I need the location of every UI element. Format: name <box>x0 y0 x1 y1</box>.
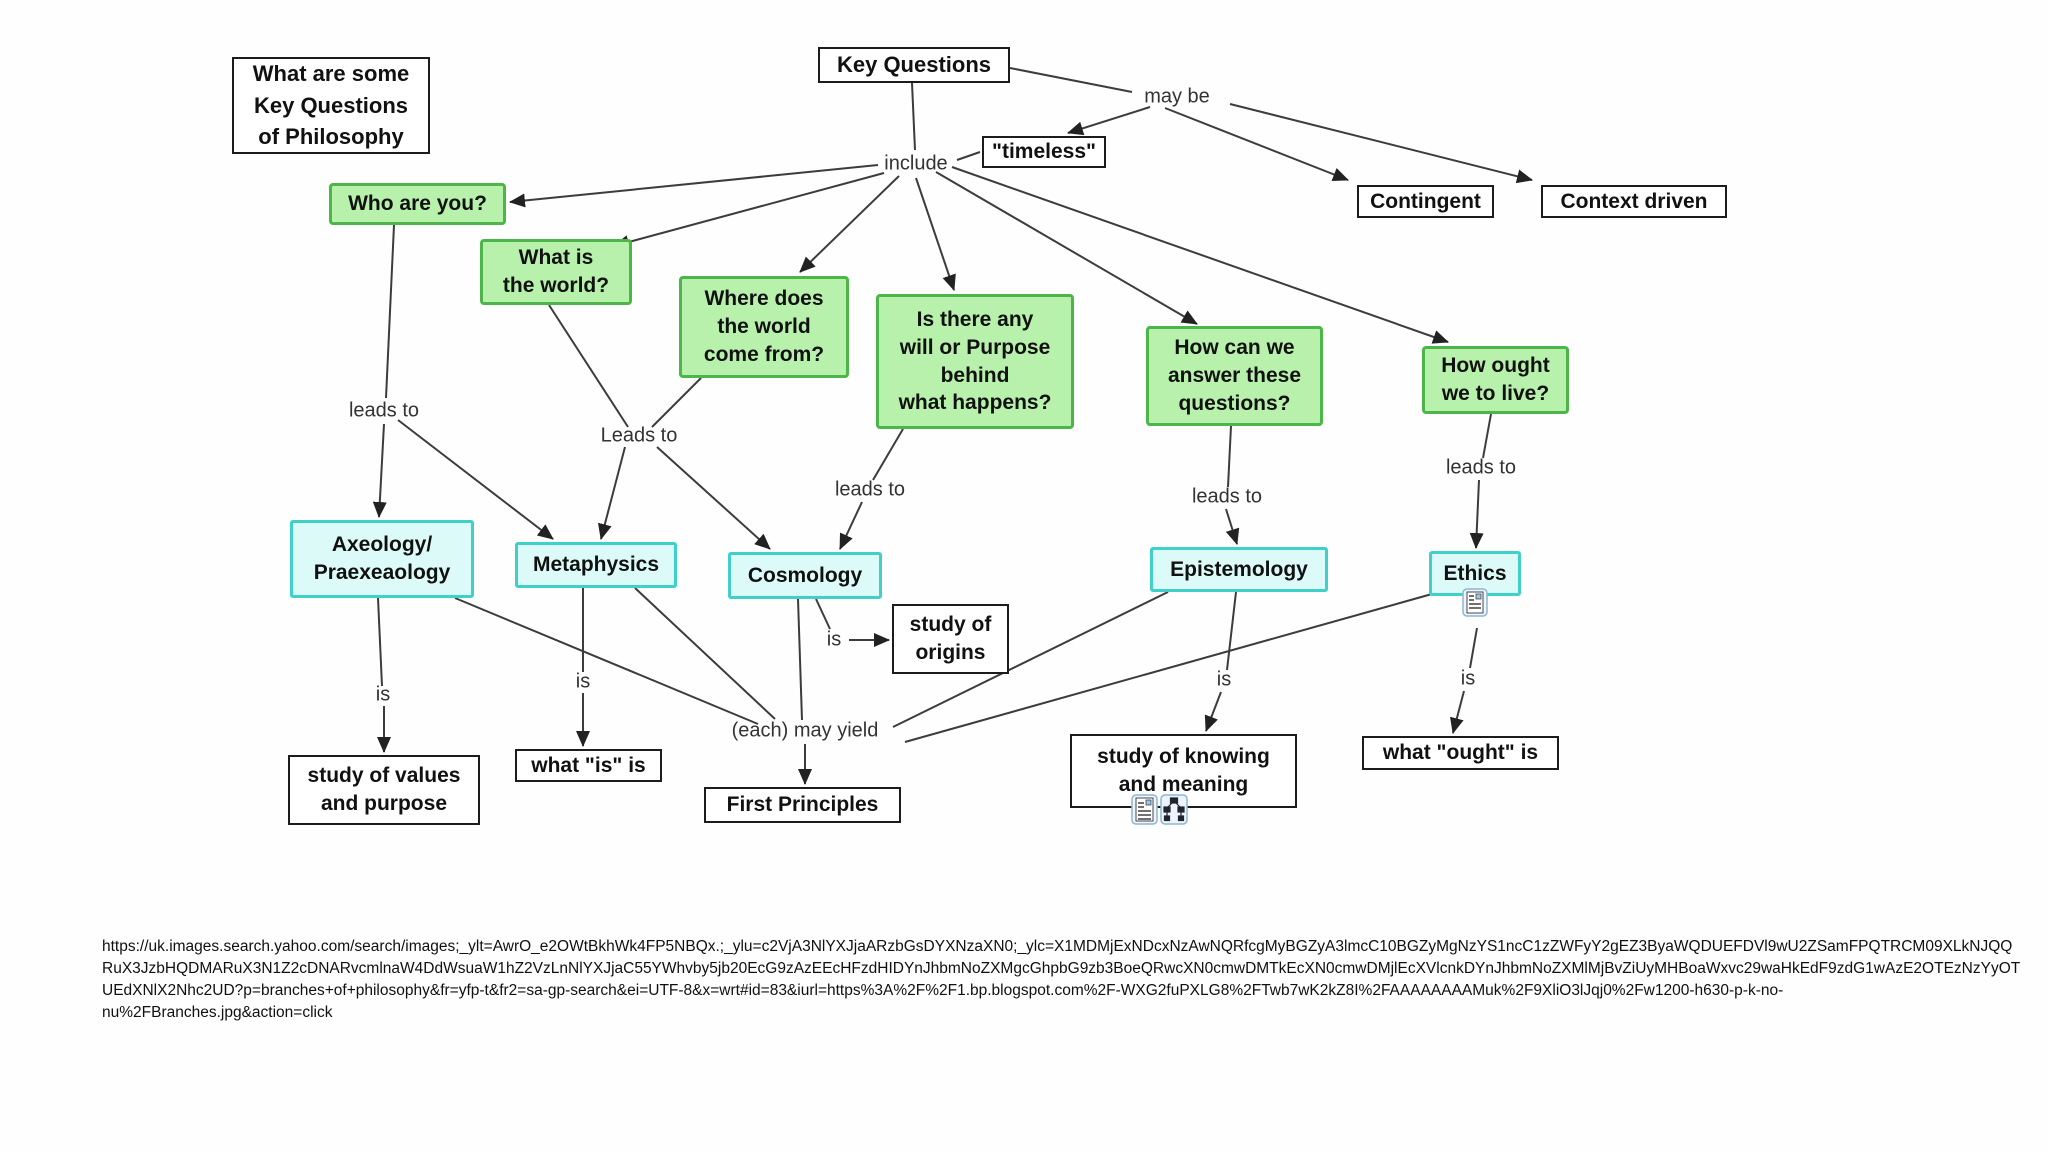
node-cosmology: Cosmology <box>728 552 882 599</box>
node-text: Who are you? <box>348 192 487 216</box>
link-label-is-axeology: is <box>375 683 391 706</box>
node-what-ought-is: what "ought" is <box>1362 736 1559 770</box>
node-metaphysics: Metaphysics <box>515 542 677 588</box>
node-timeless: "timeless" <box>982 136 1106 168</box>
node-text: behind <box>940 363 1010 387</box>
node-text: Is there any <box>916 308 1034 332</box>
node-how-can-we-answer: How can we answer these questions? <box>1146 326 1323 426</box>
node-text: Ethics <box>1443 561 1507 585</box>
node-text: questions? <box>1178 391 1291 415</box>
url-line: UEdXNlX2Nhc2UD?p=branches+of+philosophy&… <box>102 982 1784 999</box>
link-label-include: include <box>884 152 948 175</box>
node-text: "timeless" <box>992 140 1096 164</box>
node-text: what happens? <box>898 391 1052 415</box>
node-text: Context driven <box>1560 189 1708 213</box>
node-text: study of knowing <box>1097 745 1270 769</box>
node-study-of-origins: study of origins <box>892 604 1009 674</box>
url-line: https://uk.images.search.yahoo.com/searc… <box>102 938 2013 955</box>
node-who-are-you: Who are you? <box>329 183 506 225</box>
node-text: study of values <box>307 764 461 788</box>
link-label-leads-to-world: Leads to <box>600 424 678 447</box>
node-intro-question: What are some Key Questions of Philosoph… <box>232 57 430 154</box>
link-label-is-cosmology: is <box>826 628 842 651</box>
link-label-leads-to-who: leads to <box>348 399 420 422</box>
link-label-is-ethics: is <box>1460 667 1476 690</box>
node-first-principles: First Principles <box>704 787 901 823</box>
node-text: Where does <box>704 287 824 311</box>
node-text: Praexeaology <box>313 561 451 584</box>
node-text: and meaning <box>1118 773 1249 796</box>
node-contingent: Contingent <box>1357 185 1494 218</box>
link-label-leads-to-ought: leads to <box>1445 456 1517 479</box>
document-resource-icon[interactable] <box>1131 794 1158 830</box>
node-axeology-praexeaology: Axeology/ Praexeaology <box>290 520 474 598</box>
node-will-or-purpose: Is there any will or Purpose behind what… <box>876 294 1074 429</box>
url-line: nu%2FBranches.jpg&action=click <box>102 1004 333 1021</box>
node-text: Metaphysics <box>532 553 660 577</box>
node-epistemology: Epistemology <box>1150 547 1328 592</box>
node-study-of-knowing: study of knowing and meaning <box>1070 734 1297 808</box>
node-how-ought-we-to-live: How ought we to live? <box>1422 346 1569 414</box>
node-what-is-the-world: What is the world? <box>480 239 632 305</box>
node-text: Axeology/ <box>331 533 433 557</box>
node-text: come from? <box>703 342 825 366</box>
node-key-questions: Key Questions <box>818 47 1010 83</box>
link-label-may-be: may be <box>1144 85 1210 108</box>
node-text: Contingent <box>1370 189 1481 213</box>
node-text: Cosmology <box>747 563 863 587</box>
node-text: answer these <box>1167 364 1302 388</box>
link-label-leads-to-answer: leads to <box>1191 485 1263 508</box>
link-label-is-epistemology: is <box>1216 668 1232 691</box>
link-label-leads-to-will: leads to <box>834 478 906 501</box>
node-text: origins <box>915 641 986 664</box>
node-text: What are some <box>252 60 410 86</box>
link-label-is-metaphysics: is <box>575 670 591 693</box>
node-study-of-values: study of values and purpose <box>288 755 480 825</box>
node-text: How ought <box>1441 354 1550 378</box>
source-url-text: https://uk.images.search.yahoo.com/searc… <box>102 936 2048 1024</box>
node-text: Epistemology <box>1170 557 1308 581</box>
node-text: First Principles <box>726 793 879 817</box>
document-resource-icon[interactable] <box>1462 588 1488 622</box>
node-text: How can we <box>1174 336 1295 360</box>
node-text: What is <box>518 246 594 270</box>
node-text: we to live? <box>1441 382 1550 405</box>
node-text: the world? <box>502 274 610 297</box>
node-text: will or Purpose <box>899 335 1051 359</box>
node-text: study of <box>909 613 992 637</box>
node-where-does-world-come-from: Where does the world come from? <box>679 276 849 378</box>
node-text: Key Questions <box>253 92 409 118</box>
node-text: what "ought" is <box>1382 741 1539 765</box>
node-text: the world <box>717 315 811 339</box>
concept-map-resource-icon[interactable] <box>1160 794 1188 830</box>
node-text: Key Questions <box>836 52 992 78</box>
node-text: what "is" is <box>531 753 646 777</box>
node-what-is-is: what "is" is <box>515 749 662 782</box>
link-label-each-may-yield: (each) may yield <box>731 719 879 742</box>
url-line: RuX3JzbHQDMARuX3N1Z2cDNARvcmlnaW4DdWsuaW… <box>102 960 2021 977</box>
node-context-driven: Context driven <box>1541 185 1727 218</box>
node-text: and purpose <box>320 792 447 815</box>
node-text: of Philosophy <box>258 124 404 150</box>
